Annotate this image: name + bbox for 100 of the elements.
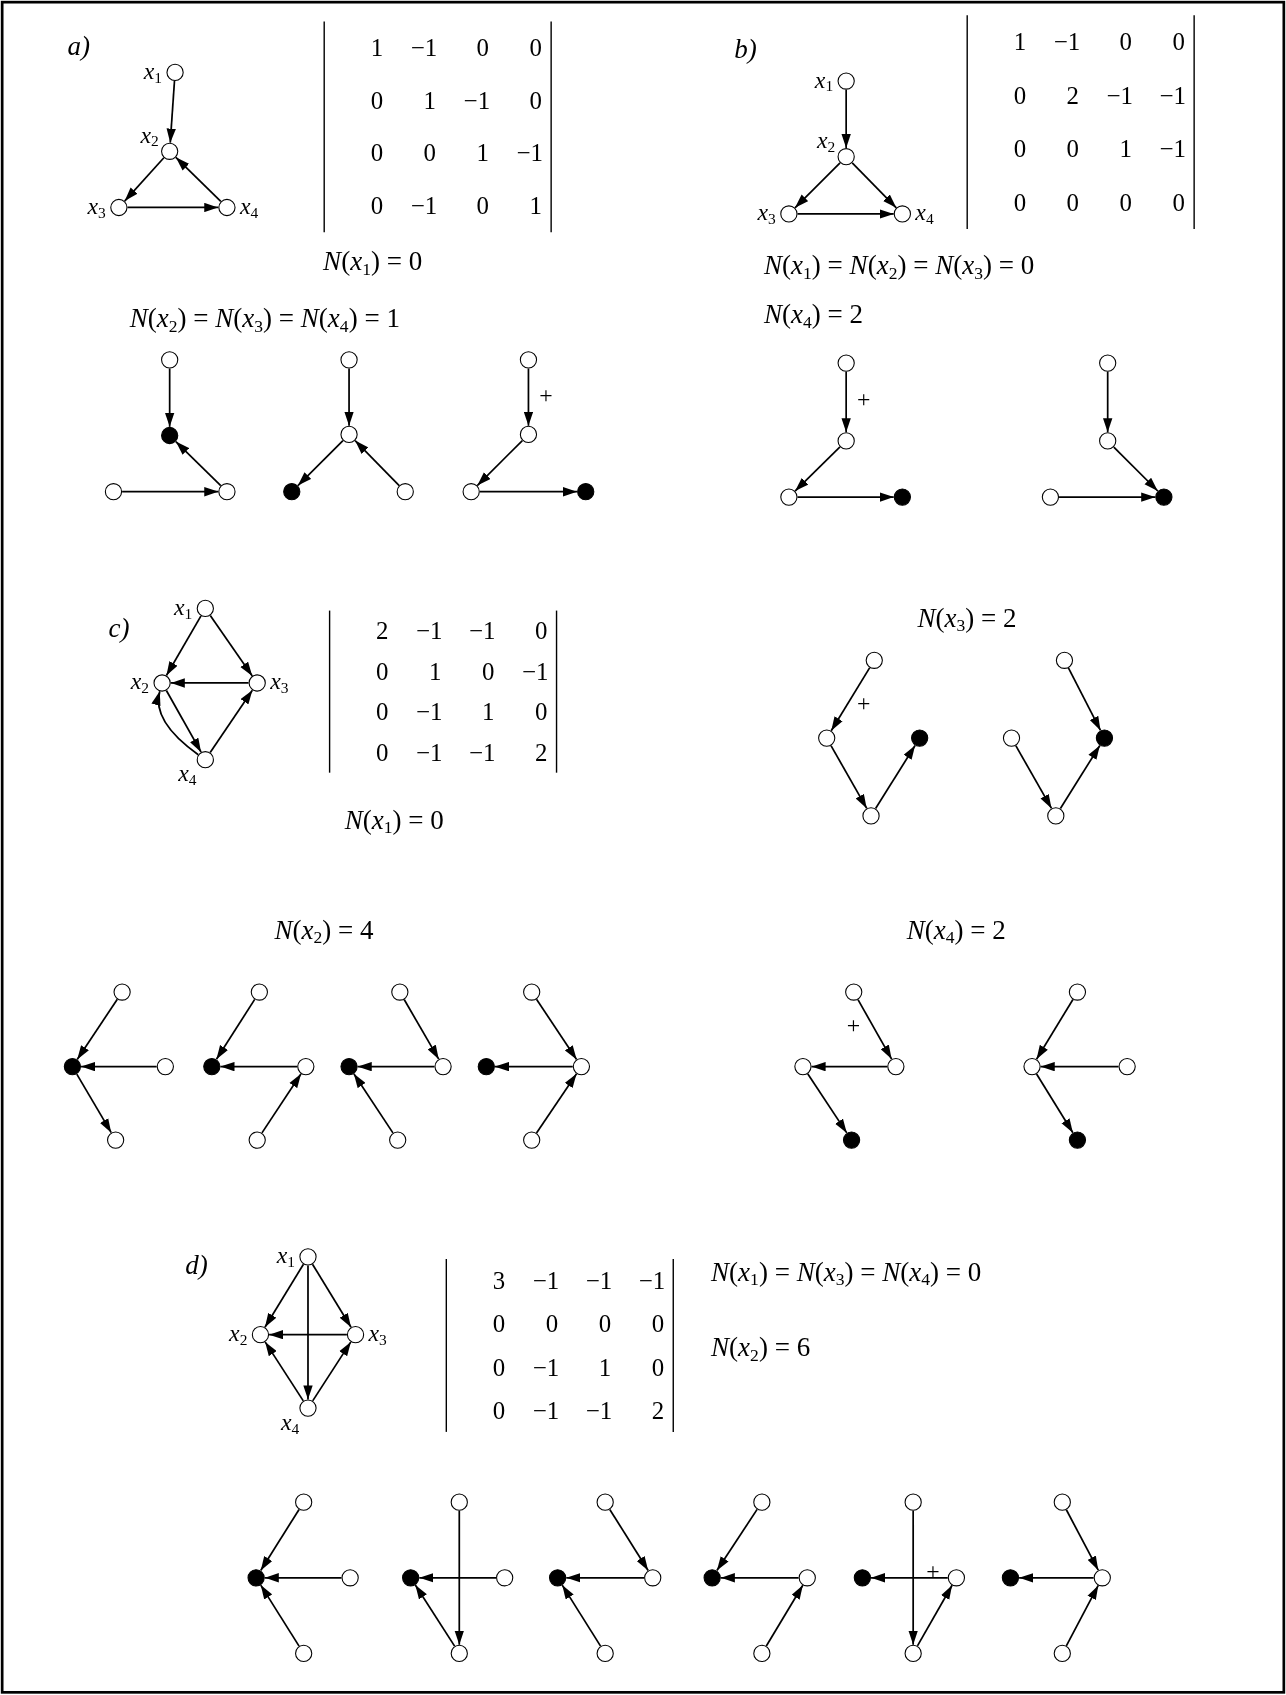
arrow <box>1035 998 1074 1061</box>
arrow <box>209 689 254 754</box>
arrow <box>1065 1584 1100 1647</box>
arrow <box>268 1329 348 1340</box>
vertex-circle <box>391 983 409 1001</box>
matrix-entry: 0 <box>376 658 389 684</box>
arrow <box>857 998 893 1060</box>
arrow <box>121 487 220 497</box>
vertex-circle <box>113 983 131 1001</box>
equation-text: N(x$_{2}$) = N(x$_{3}$) = N(x$_{4}$) = 1 <box>129 304 400 336</box>
vertex-circle <box>1068 983 1087 1001</box>
matrix-entry: 0 <box>1119 29 1132 55</box>
matrix-entry: 0 <box>492 1397 506 1423</box>
vertex-circle <box>1053 1644 1071 1663</box>
arrow <box>1018 1573 1095 1583</box>
vertex-circle <box>389 1131 407 1149</box>
arrow <box>870 1573 949 1583</box>
vertex-circle <box>196 751 214 769</box>
arrow <box>152 690 200 756</box>
arrow <box>259 1508 300 1572</box>
equation-text: N(x$_{4}$) = 2 <box>764 300 864 331</box>
matrix-entry: 2 <box>534 740 548 765</box>
arrow <box>794 446 841 492</box>
vertex-circle <box>794 1058 812 1076</box>
vertex-circle <box>248 1131 266 1149</box>
vertex-circle <box>251 1326 270 1344</box>
arrow <box>418 1573 497 1583</box>
matrix-entry: −1 <box>410 193 438 219</box>
filled-vertex <box>203 1058 221 1076</box>
arrow <box>174 440 222 487</box>
vertex-circle <box>166 63 184 82</box>
matrix-entry: 0 <box>1066 136 1080 162</box>
arrow <box>1058 492 1157 502</box>
matrix-entry: −1 <box>416 699 443 725</box>
vertex-circle <box>1023 1058 1041 1076</box>
vertex-circle <box>299 1399 317 1417</box>
arrow <box>174 156 222 203</box>
arrow <box>1112 446 1159 492</box>
arrow <box>303 1264 313 1401</box>
matrix-entry: 0 <box>598 1311 612 1337</box>
arrow <box>166 80 176 144</box>
filled-vertex <box>549 1569 567 1587</box>
arrow <box>80 1061 158 1072</box>
vertex-label: x$_{2}$ <box>140 123 159 149</box>
matrix-entry: −1 <box>532 1268 560 1293</box>
vertex-label: x$_{4}$ <box>239 194 259 221</box>
matrix-entry: 0 <box>529 88 542 114</box>
filled-vertex <box>577 483 595 501</box>
arrow <box>716 1508 758 1572</box>
equation-text: N(x$_{1}$) = N(x$_{3}$) = N(x$_{4}$) = 0 <box>711 1257 982 1289</box>
matrix-entry: 1 <box>529 193 542 219</box>
arrow <box>794 161 841 209</box>
filled-vertex <box>1068 1131 1087 1149</box>
vertex-circle <box>1099 432 1117 450</box>
vertex-circle <box>887 1058 905 1076</box>
arrow <box>311 1263 352 1329</box>
arrow <box>916 1584 953 1647</box>
matrix-entry: −1 <box>585 1397 613 1423</box>
matrix-entry: 0 <box>370 88 384 114</box>
arrow <box>1103 370 1113 434</box>
vertex-circle <box>862 807 880 825</box>
vertex-circle <box>523 983 541 1001</box>
vertex-circle <box>904 1644 922 1663</box>
matrix-entry: −1 <box>416 618 443 644</box>
arrow <box>352 1072 394 1134</box>
arrow <box>851 162 898 209</box>
filled-vertex <box>893 488 911 506</box>
vertex-circle <box>1055 651 1074 669</box>
vertex-label: x$_{3}$ <box>270 670 289 696</box>
arrow <box>1039 1061 1120 1072</box>
arrow <box>219 1061 299 1072</box>
matrix-entry: 0 <box>492 1354 506 1380</box>
arrow <box>476 439 524 487</box>
matrix-entry: 0 <box>1013 189 1027 215</box>
vertex-circle <box>837 354 855 372</box>
matrix-entry: −1 <box>532 1397 560 1423</box>
arrow <box>535 1072 578 1134</box>
matrix-entry: 1 <box>423 88 437 114</box>
vertex-label: x$_{1}$ <box>174 595 193 622</box>
matrix-entry: 0 <box>1013 82 1027 108</box>
filled-vertex <box>402 1569 420 1587</box>
vertex-label: x$_{4}$ <box>280 1410 300 1437</box>
vertex-circle <box>496 1569 514 1587</box>
vertex-circle <box>780 488 798 506</box>
arrow <box>165 367 175 428</box>
arrow <box>263 1573 343 1583</box>
matrix-entry: 0 <box>376 740 389 765</box>
filled-vertex <box>703 1569 721 1587</box>
vertex-circle <box>248 674 266 692</box>
matrix-entry: 1 <box>1013 29 1027 55</box>
vertex-label: x$_{4}$ <box>915 201 934 227</box>
arrow <box>908 1509 918 1646</box>
matrix-entry: 0 <box>1066 189 1080 215</box>
arrow <box>354 439 401 487</box>
matrix-entry: 0 <box>423 140 437 166</box>
arrow <box>215 998 256 1061</box>
matrix-entry: 0 <box>1172 189 1185 215</box>
arrow <box>478 487 578 497</box>
matrix-entry: 0 <box>529 35 542 61</box>
equation-text: N(x$_{2}$) = 4 <box>274 916 374 947</box>
